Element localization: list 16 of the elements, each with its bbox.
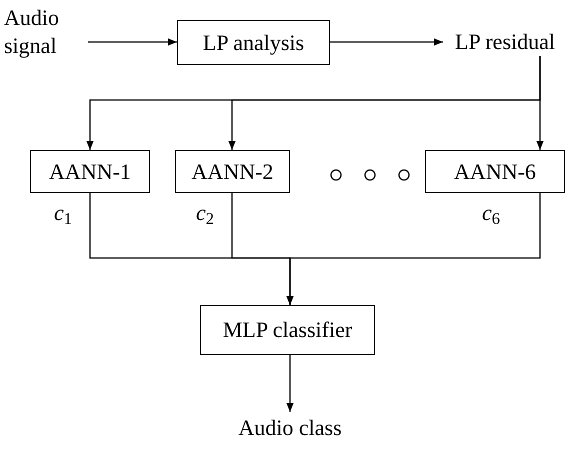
process-box: MLP classifier xyxy=(200,305,375,355)
edge-label: c$_{1}$ xyxy=(53,200,74,226)
terminal-text: Audio class xyxy=(210,412,370,444)
arrow xyxy=(330,38,443,46)
terminal-text: LP residual xyxy=(443,28,567,56)
arrow xyxy=(536,56,544,150)
process-box: AANN-2 xyxy=(175,150,290,193)
arrow xyxy=(286,193,541,305)
process-box: LP analysis xyxy=(177,20,330,65)
terminal-text: Audio signal xyxy=(4,2,88,62)
edge-label: c$_{2}$ xyxy=(195,200,216,226)
process-box: AANN-1 xyxy=(30,150,150,193)
arrow xyxy=(88,38,177,46)
edge-label: c$_{6}$ xyxy=(481,200,502,226)
process-box: AANN-6 xyxy=(425,150,565,193)
arrow xyxy=(286,355,294,412)
